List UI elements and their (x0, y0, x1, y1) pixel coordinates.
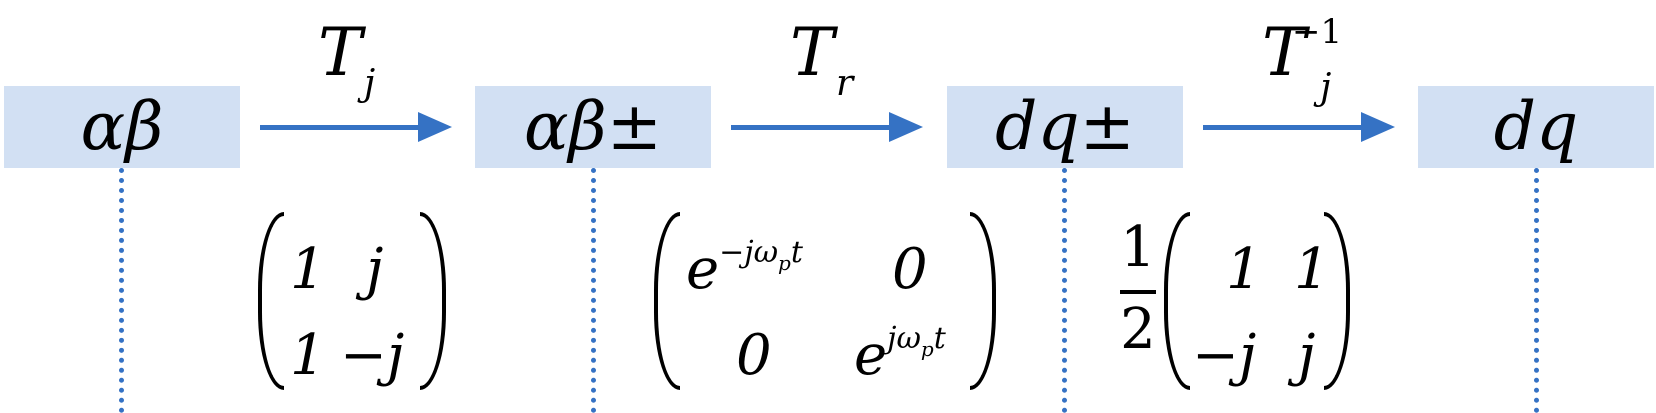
matrix-tr-a21: 0 (736, 323, 772, 388)
dotted-line-alpha-beta (119, 168, 124, 413)
frame-dq-pm: dq± (947, 86, 1183, 168)
matrix-tj-inv-a22: j (1298, 323, 1316, 388)
matrix-tr-a11: e−jωpt (686, 235, 803, 302)
dotted-line-dq-pm (1062, 168, 1067, 413)
matrix-tj-a21: 1 (290, 323, 326, 388)
fraction-denominator: 2 (1120, 297, 1156, 362)
dotted-line-alpha-beta-pm (591, 168, 596, 413)
frame-dq-pm-label: dq± (995, 88, 1135, 165)
matrix-tj-inverse: 1 1 −j j (1164, 212, 1350, 390)
frame-alpha-beta: αβ (4, 86, 240, 168)
matrix-tj-inv-a21: −j (1192, 323, 1257, 388)
dotted-line-dq (1534, 168, 1539, 413)
frame-dq: dq (1418, 86, 1654, 168)
matrix-tj-inv-a11: 1 (1226, 237, 1262, 302)
matrix-tr-a22: ejωpt (854, 321, 946, 388)
arrow-tj-inv (1203, 112, 1395, 142)
arrow-tr (731, 112, 923, 142)
fraction-numerator: 1 (1120, 215, 1156, 280)
matrix-tr-a12: 0 (892, 237, 928, 302)
label-tj-inverse: T−1j (1262, 12, 1343, 108)
matrix-tj: 1 j 1 −j (258, 212, 446, 390)
matrix-tj-a22: −j (340, 323, 405, 388)
frame-dq-label: dq (1493, 88, 1579, 165)
frame-alpha-beta-pm: αβ± (475, 86, 711, 168)
label-tj: Tj (318, 14, 376, 104)
label-tr: Tr (790, 14, 854, 104)
matrix-tj-a12: j (366, 237, 384, 302)
matrix-tr: e−jωpt 0 0 ejωpt (654, 212, 996, 390)
frame-alpha-beta-pm-label: αβ± (523, 88, 663, 165)
frame-alpha-beta-label: αβ (80, 88, 164, 165)
matrix-tj-a11: 1 (290, 237, 326, 302)
arrow-tj (260, 112, 452, 142)
matrix-tj-inv-a12: 1 (1294, 237, 1330, 302)
fraction-one-half: 1 2 (1118, 220, 1158, 358)
